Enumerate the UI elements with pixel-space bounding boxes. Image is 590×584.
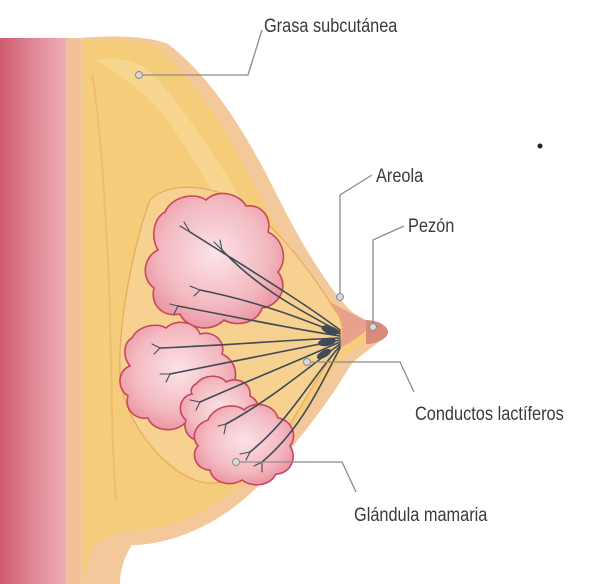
leader-nipple-dot	[370, 324, 377, 331]
leader-ducts-dot	[304, 359, 311, 366]
leader-areola	[340, 175, 372, 297]
leader-fat-dot	[136, 72, 143, 79]
label-nipple: Pezón	[408, 215, 454, 236]
leader-nipple	[373, 226, 404, 327]
stray-mark	[538, 144, 543, 149]
label-mammary-gland: Glándula mamaria	[354, 504, 488, 525]
chest-wall-edge	[66, 38, 82, 584]
label-lactiferous-ducts: Conductos lactíferos	[415, 403, 564, 424]
nipple	[366, 320, 388, 344]
label-areola: Areola	[376, 165, 423, 186]
leader-areola-dot	[337, 294, 344, 301]
chest-wall	[0, 38, 68, 584]
lobule-upper	[145, 193, 283, 328]
label-subcutaneous-fat: Grasa subcutánea	[264, 15, 398, 36]
leader-gland-dot	[233, 459, 240, 466]
